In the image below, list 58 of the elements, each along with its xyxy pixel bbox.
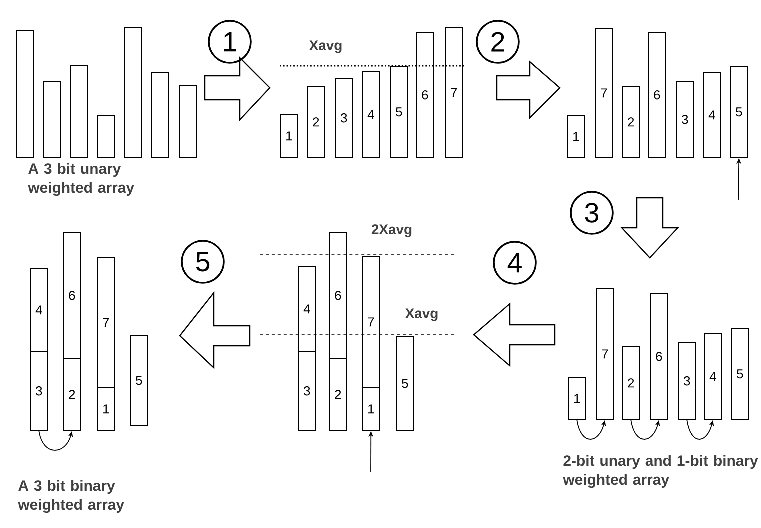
caption: A 3 bit unary weighted array	[28, 163, 134, 196]
numbered-bar: 7	[445, 27, 464, 158]
numbered-bar: 5	[130, 335, 148, 426]
numbered-bar: 1	[280, 114, 298, 158]
numbered-bar: 3	[298, 351, 316, 432]
numbered-bar: 5	[390, 66, 408, 158]
step-number: 1	[208, 20, 252, 64]
block-arrow	[179, 291, 251, 370]
bar	[70, 65, 88, 158]
reference-label: Xavg	[309, 40, 342, 54]
numbered-bar: 3	[678, 342, 696, 420]
numbered-bar: 4	[704, 333, 722, 420]
numbered-bar: 7	[97, 257, 116, 388]
numbered-bar: 7	[596, 288, 614, 420]
bar	[124, 27, 142, 158]
numbered-bar: 1	[97, 387, 116, 432]
numbered-bar: 4	[362, 71, 380, 158]
block-arrow	[473, 302, 556, 368]
numbered-bar: 6	[650, 293, 668, 420]
numbered-bar: 3	[30, 351, 48, 432]
numbered-bar: 3	[676, 81, 694, 158]
numbered-bar: 1	[567, 115, 586, 158]
reference-label: Xavg	[405, 308, 438, 322]
numbered-bar: 5	[731, 328, 750, 420]
caption: 2-bit unary and 1-bit binary weighted array	[563, 455, 758, 488]
numbered-bar: 3	[335, 78, 354, 158]
numbered-bar: 2	[329, 358, 348, 432]
numbered-bar: 2	[622, 346, 640, 420]
numbered-bar: 2	[307, 86, 326, 158]
numbered-bar: 6	[63, 232, 82, 360]
numbered-bar: 6	[416, 32, 434, 158]
bar	[151, 72, 170, 158]
numbered-bar: 5	[396, 336, 414, 432]
numbered-bar: 7	[595, 28, 614, 158]
block-arrow	[204, 56, 271, 122]
bar	[179, 85, 198, 158]
numbered-bar: 7	[362, 256, 380, 388]
reference-label: 2Xavg	[372, 224, 412, 238]
numbered-bar: 4	[298, 266, 316, 352]
numbered-bar: 4	[703, 72, 722, 158]
numbered-bar: 5	[730, 66, 748, 158]
bar	[16, 30, 34, 158]
numbered-bar: 6	[329, 232, 348, 360]
step-number: 4	[493, 241, 537, 285]
bar	[97, 115, 116, 158]
numbered-bar: 2	[622, 86, 640, 158]
numbered-bar: 1	[568, 377, 586, 420]
numbered-bar: 2	[63, 358, 82, 432]
block-arrow	[620, 197, 680, 259]
step-number: 5	[181, 240, 225, 284]
step-number: 2	[476, 20, 520, 64]
numbered-bar: 1	[362, 387, 380, 432]
block-arrow	[496, 60, 561, 120]
bar	[43, 81, 62, 158]
numbered-bar: 6	[648, 32, 666, 158]
caption: A 3 bit binary weighted array	[18, 480, 124, 514]
numbered-bar: 4	[30, 268, 48, 352]
step-number: 3	[570, 191, 614, 235]
